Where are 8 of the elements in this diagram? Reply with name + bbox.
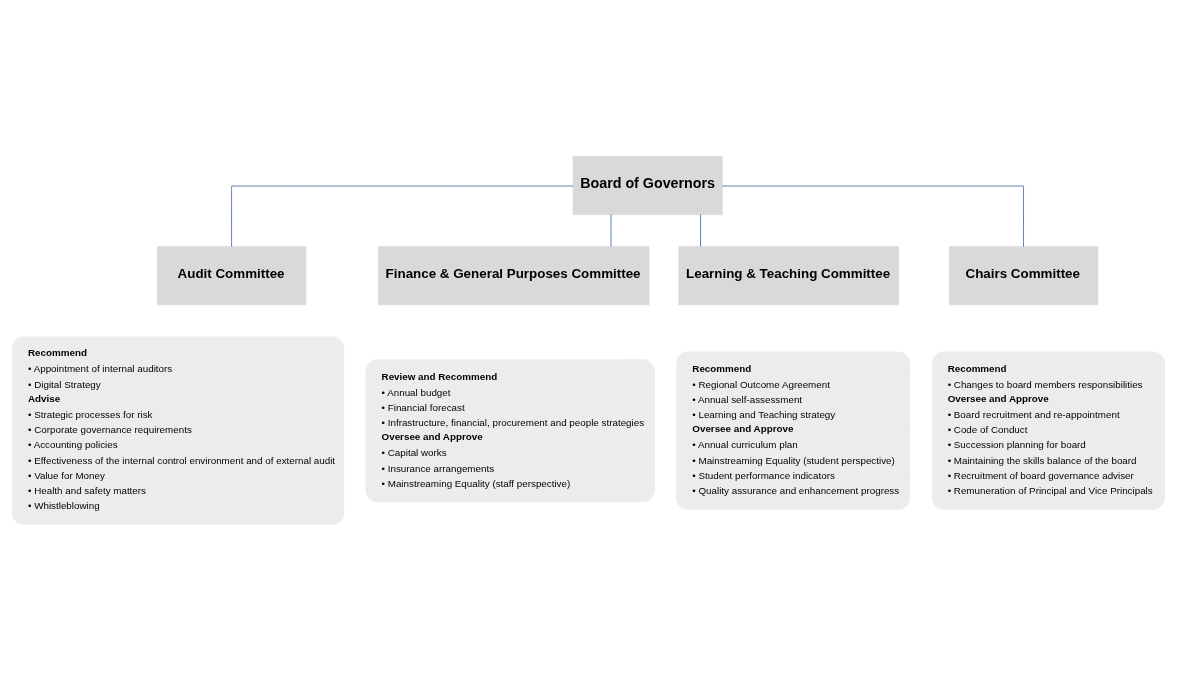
node-box: Learning & Teaching Committee — [678, 245, 899, 305]
connector — [721, 185, 1024, 247]
node-box: Finance & General Purposes Committee — [378, 245, 650, 305]
node-box: Chairs Committee — [949, 245, 1099, 305]
node-box: Audit Committee — [157, 245, 307, 305]
connector — [231, 185, 574, 247]
node-box: Board of Governors — [572, 155, 723, 215]
connector — [700, 213, 701, 247]
